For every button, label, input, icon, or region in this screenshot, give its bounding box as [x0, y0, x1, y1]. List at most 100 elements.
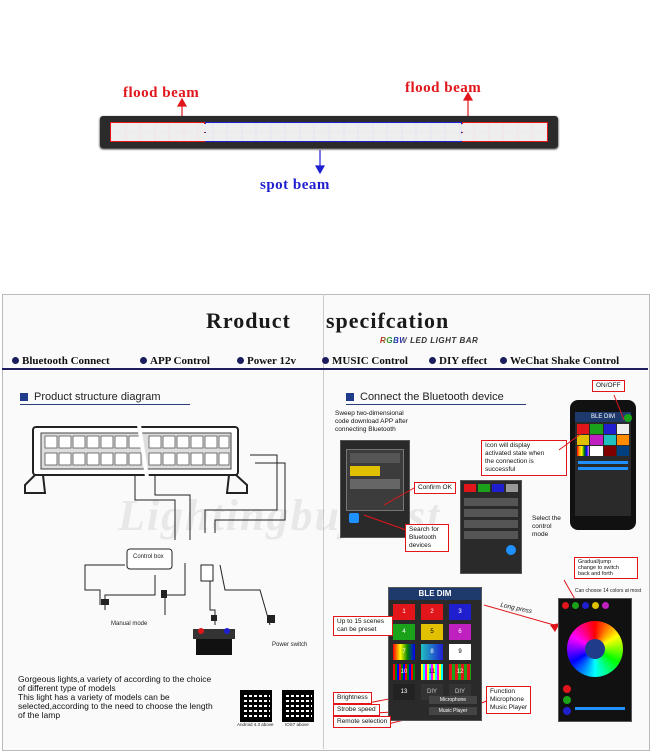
power-toggle-icon[interactable] [624, 414, 632, 422]
note-line: connecting Bluetooth [335, 426, 396, 433]
scene-9[interactable]: 9 [449, 644, 471, 660]
gradual-callout: Gradual/jump change to switch back and f… [574, 557, 638, 579]
color-grid [575, 422, 631, 458]
dialog-bar [350, 453, 400, 463]
wheel-brightness-slider[interactable] [575, 707, 625, 710]
scene-6[interactable]: 6 [449, 624, 471, 640]
callout-line: Icon will display [485, 442, 531, 449]
scene-11[interactable]: 11 [421, 664, 443, 680]
callout-line: Gradual/jump [578, 559, 612, 565]
callout-line: Bluetooth [409, 534, 437, 541]
note-line: mode [532, 531, 549, 538]
feature-band-line [2, 368, 648, 370]
feature-wechat: WeChat Shake Control [500, 355, 619, 367]
feature-app: APP Control [140, 355, 210, 367]
device-row[interactable] [464, 531, 518, 539]
bullet-icon [429, 357, 436, 364]
flood-beam-right-label: flood beam [405, 80, 482, 96]
feature-bluetooth: Bluetooth Connect [12, 355, 110, 367]
beam-arrows [176, 91, 474, 175]
feature-label: WeChat Shake Control [510, 355, 620, 367]
callout-line: devices [409, 542, 432, 549]
section-heading-structure: Product structure diagram [20, 391, 161, 403]
strobe-speed-callout: Strobe speed [333, 704, 380, 716]
device-list-screenshot [460, 480, 522, 574]
callout-line: Up to 15 scenes [337, 618, 384, 625]
quick-color-row [559, 599, 631, 612]
speed-slider[interactable] [578, 467, 628, 470]
heading-underline [346, 404, 526, 405]
color-wheel[interactable] [567, 621, 623, 677]
brightness-slider[interactable] [578, 461, 628, 464]
subtitle-rest: LED LIGHT BAR [410, 336, 479, 345]
spec-sheet [2, 294, 650, 751]
qr-android-label: Android 4.3 above [237, 722, 274, 727]
confirm-icon[interactable] [506, 545, 516, 555]
description-line: of different type of models [18, 683, 116, 693]
callout-line: the connection is [485, 458, 534, 465]
description-line: selected,according to the need to choose… [18, 701, 213, 711]
callout-line: Function [490, 688, 515, 695]
spec-title-right: specifcation [326, 308, 450, 333]
heading-underline [20, 404, 190, 405]
scene-3[interactable]: 3 [449, 604, 471, 620]
scene-7[interactable]: 7 [393, 644, 415, 660]
music-player-option[interactable]: Music Player [429, 707, 477, 715]
callout-line: can be preset [337, 626, 377, 633]
app-header: BLE DIM [575, 412, 631, 422]
bullet-icon [322, 357, 329, 364]
flood-beam-left-label: flood beam [123, 85, 200, 101]
scan-dialog [346, 449, 404, 511]
scene-12[interactable]: 12 [449, 664, 471, 680]
subtitle-rgbw: RGBW [380, 336, 408, 345]
feature-label: Power 12v [247, 355, 296, 367]
color-strip [461, 481, 521, 495]
bluetooth-search-icon[interactable] [349, 513, 359, 523]
app-header: BLE DIM [389, 588, 481, 600]
description-line: of the lamp [18, 710, 61, 720]
scene-4[interactable]: 4 [393, 624, 415, 640]
color-wheel-center[interactable] [585, 639, 605, 659]
qr-code-ios[interactable] [282, 690, 314, 722]
scene-13[interactable]: 13 [393, 684, 415, 700]
color-presets [563, 685, 571, 715]
device-row[interactable] [464, 498, 518, 506]
function-callout: Function Microphone Music Player [486, 686, 532, 714]
scene-5[interactable]: 5 [421, 624, 443, 640]
heading-square-icon [20, 393, 28, 402]
feature-music: MUSIC Control [322, 355, 408, 367]
color-wheel-screenshot [558, 598, 632, 722]
bullet-icon [12, 357, 19, 364]
spot-beam-label: spot beam [260, 177, 330, 193]
search-devices-callout: Search for Bluetooth devices [405, 524, 449, 552]
sweep-note: Sweep two-dimensional code download APP … [335, 410, 445, 434]
led-row-top [110, 124, 548, 132]
device-row[interactable] [464, 509, 518, 517]
select-mode-note: Select the control mode [532, 515, 568, 539]
scene-2[interactable]: 2 [421, 604, 443, 620]
center-divider [323, 294, 324, 749]
description-line: This light has a variety of models can b… [18, 692, 170, 702]
colors-max-label: Can choose 14 colors at most [575, 588, 642, 594]
note-line: Select the [532, 515, 561, 522]
manual-mode-label: Manual mode [111, 621, 148, 627]
microphone-option[interactable]: Microphone [429, 696, 477, 704]
scene-1[interactable]: 1 [393, 604, 415, 620]
brightness-callout: Brightness [333, 692, 372, 704]
scene-app-screenshot: BLE DIM 1 2 3 4 5 6 7 8 9 10 11 12 13 DI… [388, 587, 482, 721]
feature-power: Power 12v [237, 355, 296, 367]
bullet-icon [140, 357, 147, 364]
callout-line: change to switch [578, 565, 619, 571]
bullet-icon [237, 357, 244, 364]
device-row[interactable] [464, 520, 518, 528]
qr-ios-label: IOS7 above [285, 722, 309, 727]
heading-square-icon [346, 393, 354, 402]
qr-code-android[interactable] [240, 690, 272, 722]
structure-diagram [24, 424, 286, 655]
callout-line: Microphone [490, 696, 524, 703]
description-line: Gorgeous lights,a variety of according t… [18, 674, 212, 684]
feature-diy: DIY effect [429, 355, 487, 367]
scene-10[interactable]: 10 [393, 664, 415, 680]
confirm-ok-callout: Confirm OK [414, 482, 456, 494]
scene-8[interactable]: 8 [421, 644, 443, 660]
